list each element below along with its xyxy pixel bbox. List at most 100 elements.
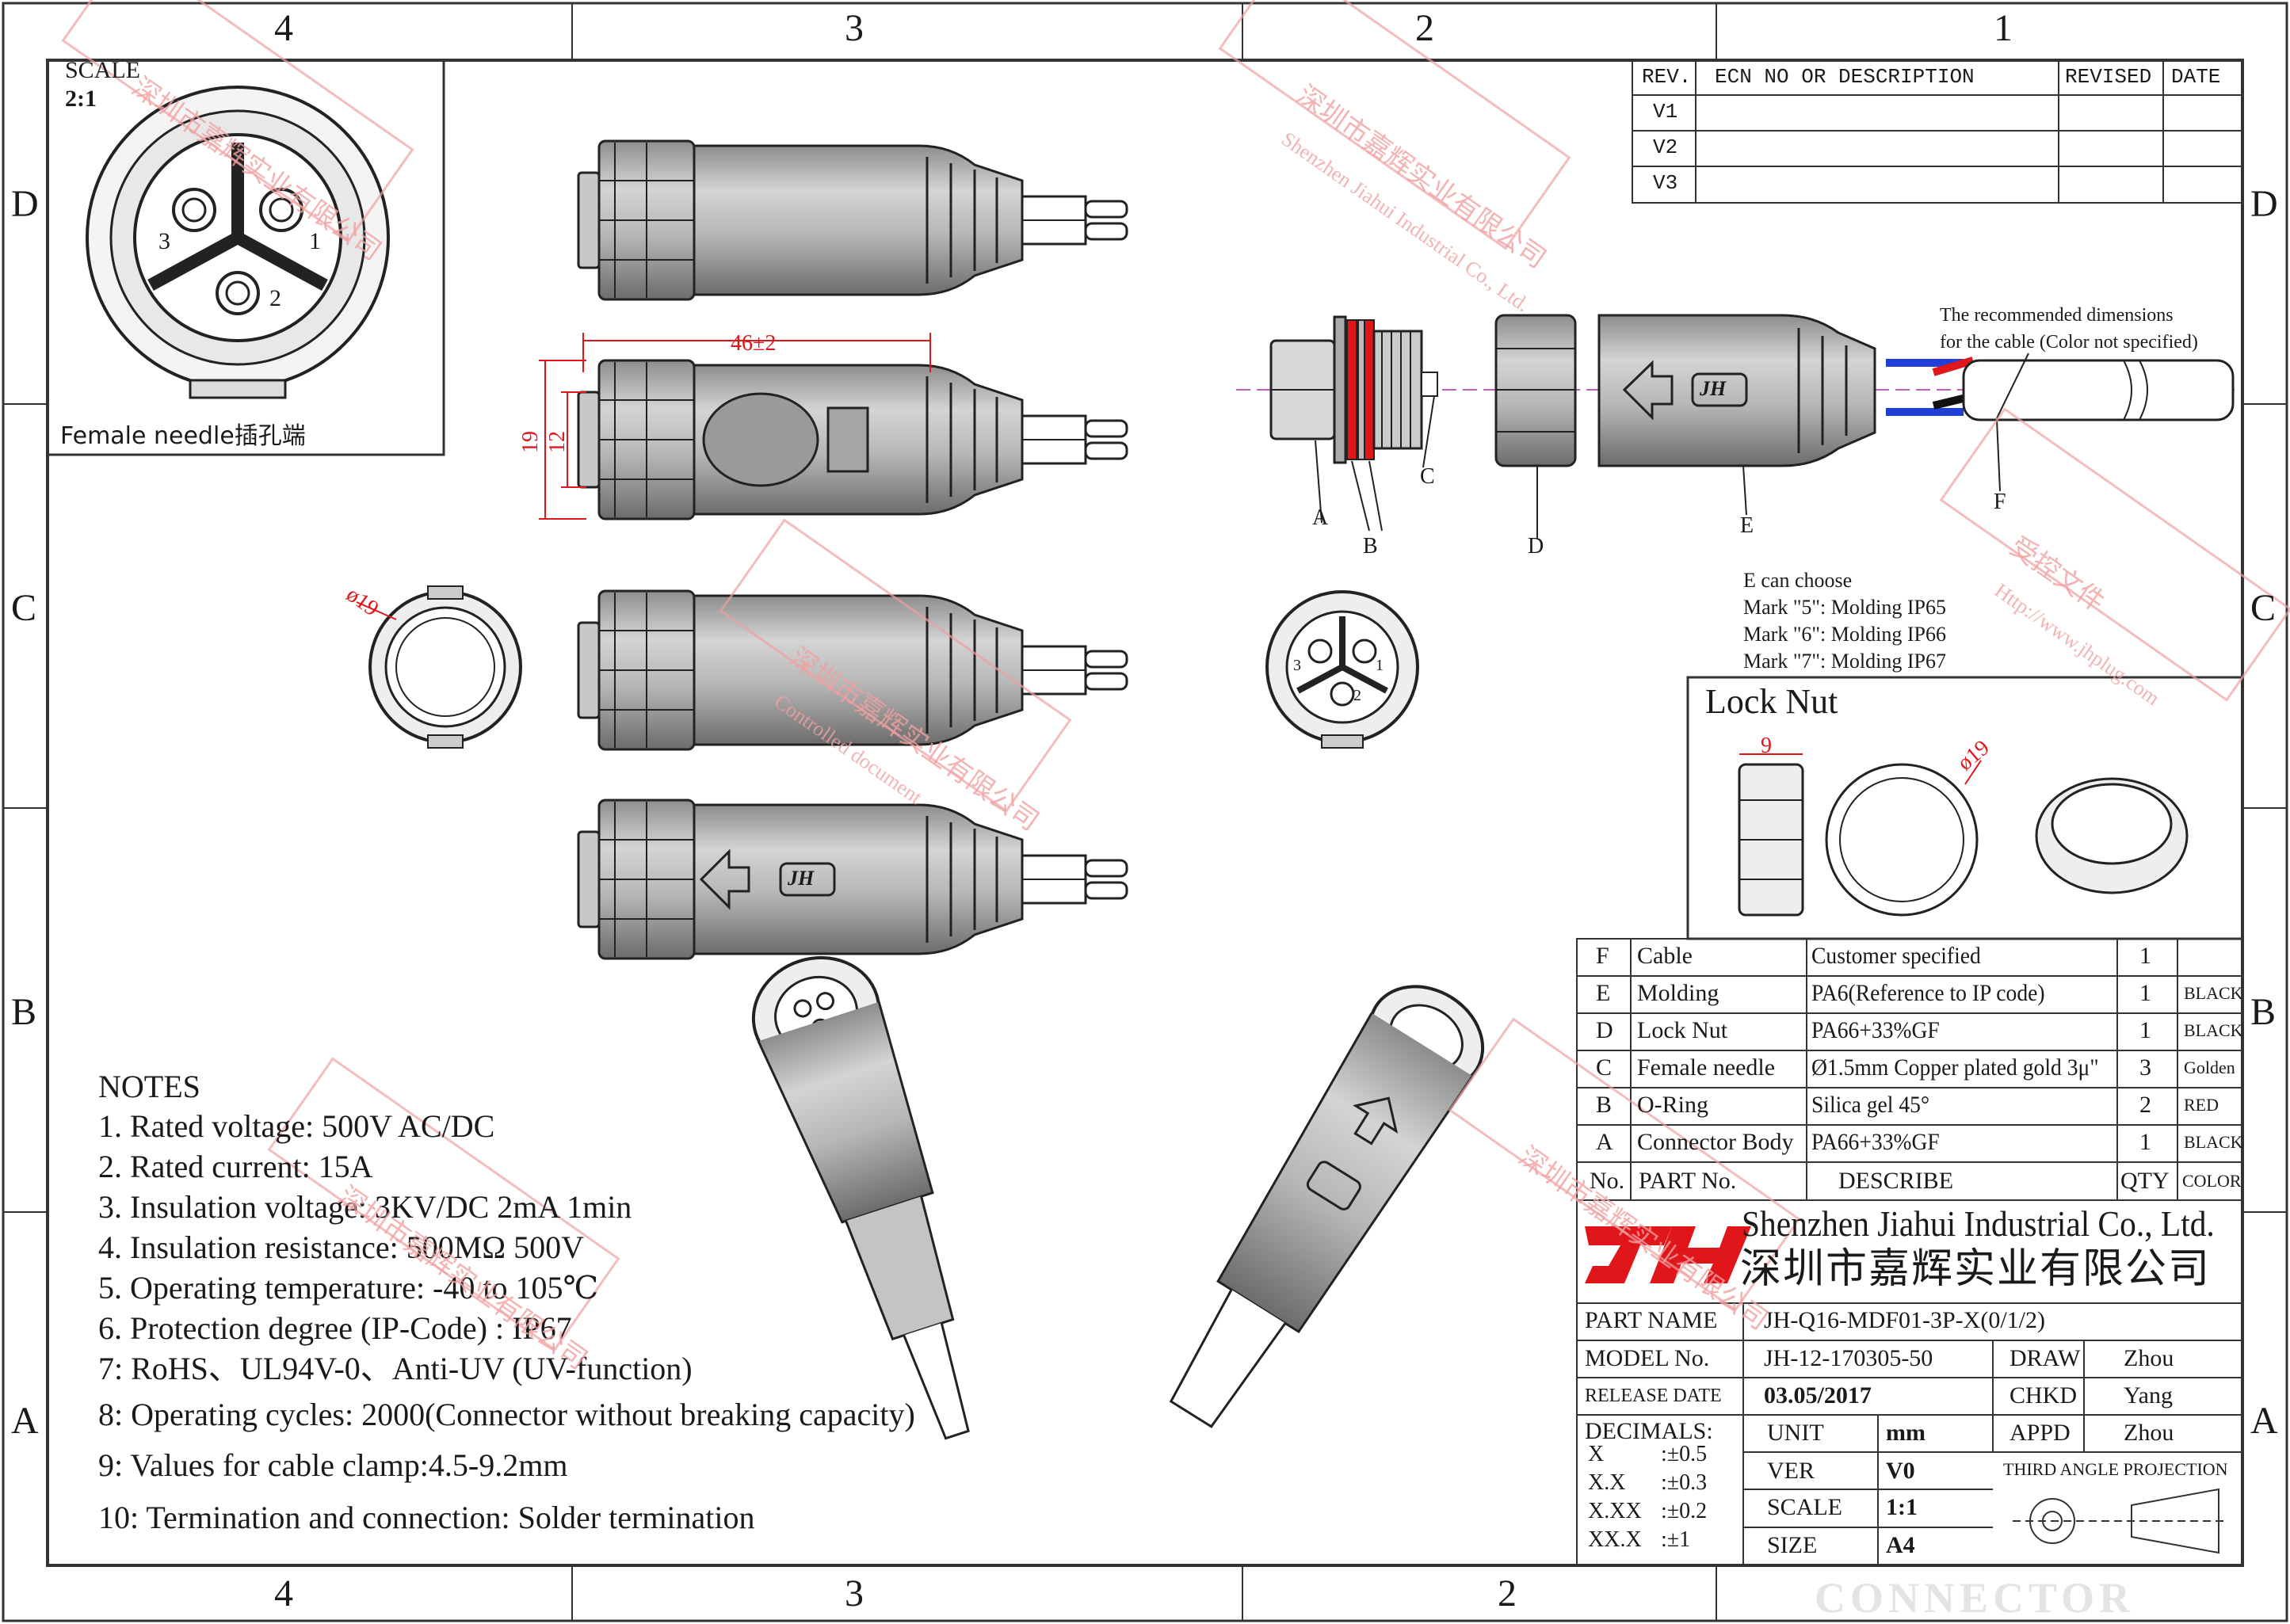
decimal-value: :±0.3 bbox=[1661, 1470, 1708, 1495]
projection-label: THIRD ANGLE PROJECTION bbox=[2003, 1459, 2228, 1479]
bom-cell-qty: 2 bbox=[2139, 1092, 2151, 1118]
bom-cell-desc: PA66+33%GF bbox=[1811, 1129, 1940, 1155]
e-option-5: Mark "5": Molding IP65 bbox=[1743, 596, 1946, 619]
model-value: JH-12-170305-50 bbox=[1764, 1345, 1933, 1371]
bom-cell-part: Molding bbox=[1637, 980, 1719, 1006]
bom-cell-qty: 1 bbox=[2139, 980, 2151, 1006]
scale-block-label: SCALE bbox=[1767, 1494, 1843, 1520]
decimals-label: DECIMALS: bbox=[1585, 1418, 1713, 1444]
bom-cell-no: A bbox=[1596, 1129, 1613, 1155]
part-name-label: PART NAME bbox=[1585, 1307, 1718, 1333]
brand-watermark: CONNECTOR bbox=[1815, 1574, 2135, 1622]
note-1: 1. Rated voltage: 500V AC/DC bbox=[98, 1108, 495, 1144]
bom-cell-desc: Silica gel 45° bbox=[1811, 1092, 1930, 1118]
zone-col-4-bottom: 4 bbox=[274, 1573, 293, 1614]
unit-label: UNIT bbox=[1767, 1420, 1824, 1446]
draw-label: DRAW bbox=[2009, 1345, 2081, 1371]
decimal-key: X.XX bbox=[1588, 1499, 1642, 1523]
pin-label-1: 1 bbox=[309, 228, 321, 254]
model-label: MODEL No. bbox=[1585, 1345, 1710, 1371]
bom-header-desc: DESCRIBE bbox=[1838, 1168, 1954, 1194]
size-label: SIZE bbox=[1767, 1532, 1818, 1558]
decimal-key: X.X bbox=[1588, 1470, 1626, 1495]
bom-cell-desc: Customer specified bbox=[1811, 943, 1981, 969]
callout-d: D bbox=[1528, 534, 1544, 558]
note-8: 8: Operating cycles: 2000(Connector with… bbox=[98, 1397, 915, 1432]
zone-row-d-right: D bbox=[2250, 183, 2278, 225]
dim-height-outer: 19 bbox=[518, 431, 543, 453]
decimal-value: :±0.5 bbox=[1661, 1442, 1708, 1466]
notes-title: NOTES bbox=[98, 1069, 200, 1104]
rev-header-desc: ECN NO OR DESCRIPTION bbox=[1715, 65, 1975, 89]
note-10: 10: Termination and connection: Solder t… bbox=[98, 1500, 755, 1535]
bom-cell-qty: 1 bbox=[2139, 1017, 2151, 1043]
exploded-view bbox=[1236, 314, 2235, 539]
cable-note-line-1: The recommended dimensions bbox=[1940, 305, 2174, 326]
decimal-value: :±0.2 bbox=[1661, 1499, 1708, 1523]
bom-cell-desc: PA66+33%GF bbox=[1811, 1017, 1940, 1043]
release-label: RELEASE DATE bbox=[1585, 1386, 1722, 1406]
isometric-view-right bbox=[1169, 985, 1485, 1428]
bom-cell-desc: Ø1.5mm Copper plated gold 3μ" bbox=[1811, 1054, 2099, 1081]
bom-cell-no: B bbox=[1596, 1092, 1613, 1118]
dim-height-inner: 12 bbox=[545, 431, 570, 453]
third-angle-projection-symbol bbox=[2013, 1488, 2227, 1554]
zone-row-a-right: A bbox=[2250, 1400, 2278, 1442]
connector-side-view-1 bbox=[577, 139, 1128, 301]
lock-nut-width: 9 bbox=[1761, 734, 1772, 758]
bom-cell-color: BLACK bbox=[2184, 1020, 2243, 1040]
bom-cell-color: RED bbox=[2184, 1095, 2219, 1115]
note-4: 4. Insulation resistance: 500MΩ 500V bbox=[98, 1229, 584, 1265]
bom-cell-part: Connector Body bbox=[1637, 1129, 1794, 1155]
chkd-label: CHKD bbox=[2009, 1382, 2078, 1409]
bom-cell-qty: 1 bbox=[2139, 1129, 2151, 1155]
rev-row-v3: V3 bbox=[1653, 171, 1678, 195]
ver-value: V0 bbox=[1886, 1458, 1915, 1484]
note-6: 6. Protection degree (IP-Code) : IP67 bbox=[98, 1310, 572, 1346]
rev-row-v2: V2 bbox=[1653, 135, 1678, 159]
bom-cell-part: O-Ring bbox=[1637, 1092, 1708, 1118]
front-pin-1: 1 bbox=[1376, 657, 1384, 674]
e-options-title: E can choose bbox=[1743, 569, 1853, 592]
isometric-view-left bbox=[751, 955, 970, 1440]
callout-c: C bbox=[1420, 464, 1435, 489]
decimal-key: X bbox=[1588, 1442, 1605, 1466]
callout-f: F bbox=[1994, 490, 2006, 514]
front-pin-2: 2 bbox=[1353, 687, 1361, 704]
pin-label-3: 3 bbox=[158, 228, 170, 254]
zone-col-3-top: 3 bbox=[845, 7, 864, 49]
release-value: 03.05/2017 bbox=[1764, 1382, 1872, 1409]
front-face-view bbox=[1265, 590, 1419, 749]
note-2: 2. Rated current: 15A bbox=[98, 1149, 373, 1184]
bom-cell-part: Female needle bbox=[1637, 1054, 1776, 1081]
bom-header-no: No. bbox=[1590, 1168, 1625, 1194]
unit-value: mm bbox=[1886, 1420, 1926, 1446]
scale-caption: Female needle插孔端 bbox=[60, 422, 306, 450]
zone-col-3-bottom: 3 bbox=[845, 1573, 864, 1614]
company-name-cn: 深圳市嘉辉实业有限公司 bbox=[1740, 1245, 2212, 1293]
connector-side-view-4 bbox=[577, 799, 1128, 960]
front-pin-3: 3 bbox=[1293, 657, 1301, 674]
end-view-lock-nut bbox=[368, 585, 522, 749]
scale-value: 2:1 bbox=[65, 86, 97, 112]
revision-table-grid bbox=[1632, 59, 2243, 204]
bom-cell-qty: 3 bbox=[2139, 1054, 2151, 1081]
lock-nut-views bbox=[1738, 753, 2189, 917]
note-3: 3. Insulation voltage: 3KV/DC 2mA 1min bbox=[98, 1189, 632, 1225]
bom-cell-no: D bbox=[1596, 1017, 1613, 1043]
bom-table-grid bbox=[1576, 938, 2243, 1201]
zone-col-1-top: 1 bbox=[1994, 7, 2013, 49]
bom-cell-desc: PA6(Reference to IP code) bbox=[1811, 980, 2045, 1006]
e-option-7: Mark "7": Molding IP67 bbox=[1743, 650, 1946, 673]
appd-value: Zhou bbox=[2124, 1420, 2174, 1446]
bom-cell-part: Lock Nut bbox=[1637, 1017, 1728, 1043]
size-value: A4 bbox=[1886, 1532, 1915, 1558]
zone-row-b-left: B bbox=[11, 991, 37, 1033]
connector-side-view-3 bbox=[577, 589, 1128, 751]
pin-face-large bbox=[86, 86, 390, 399]
exploded-logo-mark: JH bbox=[1700, 377, 1727, 400]
zone-row-b-right: B bbox=[2250, 991, 2277, 1033]
bom-cell-qty: 1 bbox=[2139, 943, 2151, 969]
bom-cell-no: C bbox=[1596, 1054, 1613, 1081]
